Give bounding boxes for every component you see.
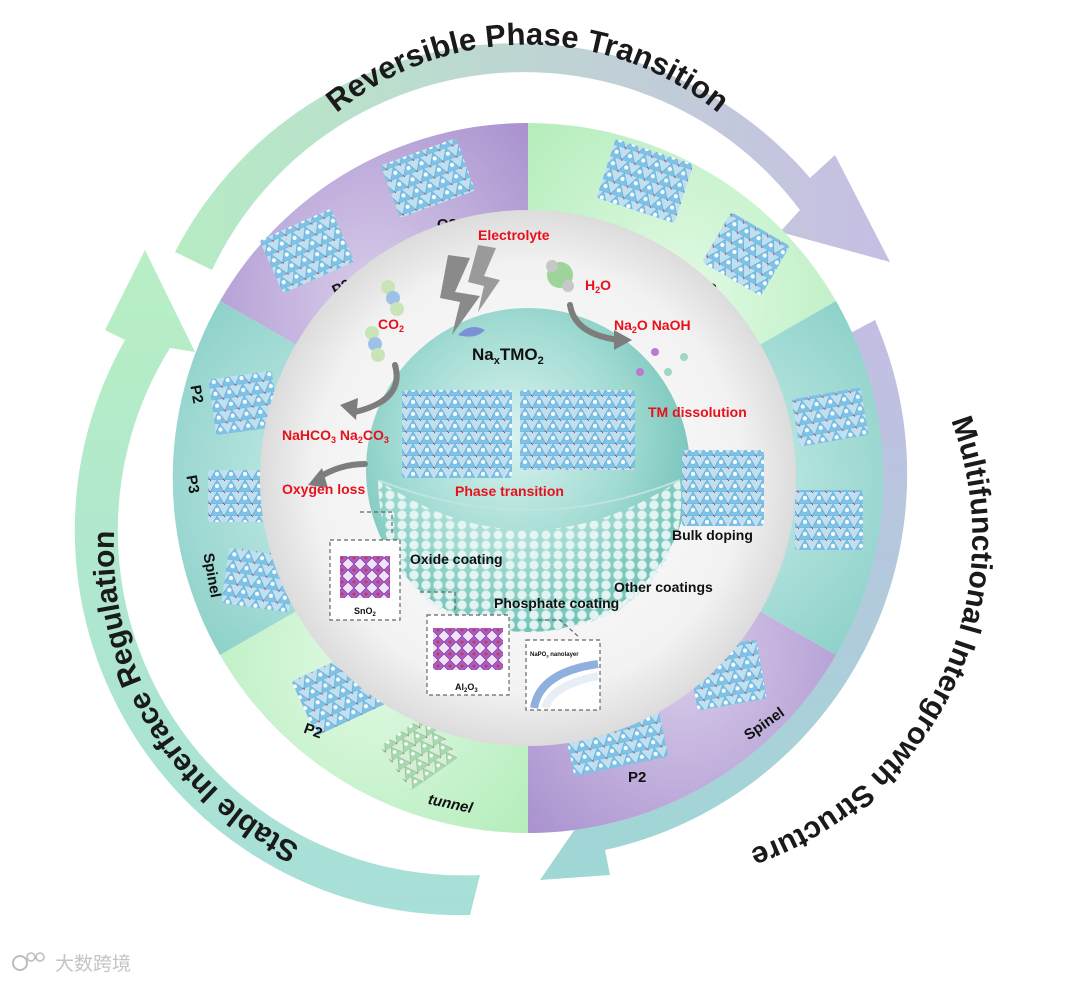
watermark-logo-icon [12, 955, 28, 971]
sphere-crystal-left [402, 390, 512, 478]
arrow-top [175, 43, 890, 271]
label-p2-left-lower: P2 [302, 720, 325, 742]
central-sphere [366, 308, 764, 633]
arrow-co2-to-carbonate [352, 362, 400, 415]
arrow-h2o-to-naoh [567, 302, 623, 343]
label-p2-right-lower: P2 [628, 769, 646, 786]
watermark: 大数跨境 [12, 952, 131, 975]
bulk-doping-crystal [682, 450, 764, 526]
label-co2: CO2 [378, 316, 404, 334]
h2o-molecule-icon [546, 260, 574, 292]
inset-al2o3: Al2O3 [420, 591, 510, 696]
label-oxide-coating: Oxide coating [410, 551, 503, 567]
label-napo3-nanolayer: NaPO3 nanolayer [530, 652, 579, 659]
lightning-icon [440, 245, 500, 337]
label-sno2: SnO2 [354, 606, 377, 618]
material-formula: NaxTMO2 [472, 345, 544, 367]
label-h2o: H2O [585, 277, 611, 295]
co2-molecule-icon [365, 280, 404, 362]
label-carbonates: NaHCO3 Na2CO3 [282, 427, 389, 445]
label-p2-left-upper: P2 [186, 384, 206, 405]
crystal-p2-top-left [260, 209, 354, 293]
watermark-text: 大数跨境 [55, 953, 131, 975]
crystal-tunnel-left-lower [380, 714, 458, 790]
label-bulk-doping: Bulk doping [672, 527, 753, 543]
center-labels: NaxTMO2 Electrolyte CO2 H2O Na2O NaOH TM… [282, 227, 753, 611]
crystal-p3-right-upper [791, 387, 869, 447]
inset-sno2: SnO2 [329, 511, 401, 621]
label-oxygen-loss: Oxygen loss [282, 481, 365, 497]
sphere-crystal-right [520, 390, 635, 470]
inset-napo3: NaPO3 nanolayer [525, 619, 601, 711]
crystal-o3-right-upper [795, 490, 863, 550]
crystal-p3-top-right [703, 212, 789, 296]
label-phosphate-coating: Phosphate coating [494, 595, 619, 611]
arrow-left [74, 250, 481, 916]
label-tm-dissolution: TM dissolution [648, 404, 747, 420]
crystal-p2-left-upper [208, 371, 280, 435]
label-phase-transition: Phase transition [455, 483, 564, 499]
label-electrolyte: Electrolyte [478, 227, 550, 243]
label-p3-left-upper: P3 [182, 474, 202, 495]
crystal-p3-left-upper [208, 470, 276, 522]
crystal-o3-top-left [381, 138, 475, 218]
crystal-p2-top-right [597, 139, 693, 223]
coating-insets: SnO2 Al2O3 NaPO3 nanolayer [329, 511, 601, 711]
label-al2o3: Al2O3 [455, 682, 478, 694]
process-arrow-heads [308, 330, 632, 488]
label-other-coatings: Other coatings [614, 579, 713, 595]
label-na2o-naoh: Na2O NaOH [614, 317, 691, 335]
tm-dissolution-dots-icon [622, 348, 688, 390]
